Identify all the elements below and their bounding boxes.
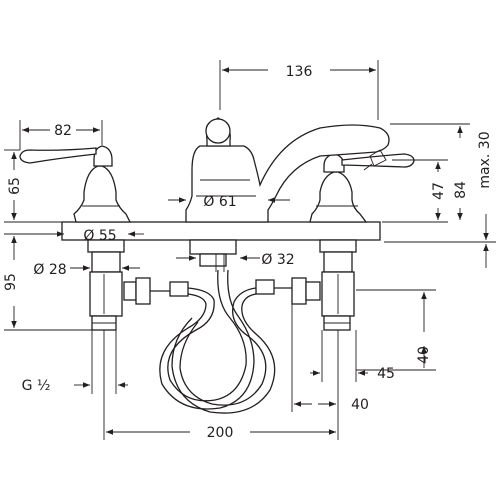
label-65: 65 <box>7 177 23 195</box>
center-spout <box>185 117 390 223</box>
left-valve <box>19 145 132 223</box>
dimension-40-horizontal: 40 <box>291 304 369 413</box>
dimension-65: 65 <box>4 149 62 223</box>
flexible-hoses <box>150 254 292 414</box>
dimension-84: 84 <box>390 123 470 220</box>
dimension-82: 82 <box>19 120 103 150</box>
right-shank <box>319 239 357 331</box>
dimension-thread: G ½ <box>22 330 128 394</box>
label-200: 200 <box>207 425 234 441</box>
label-47: 47 <box>431 182 447 200</box>
label-max-30: max. 30 <box>477 131 493 188</box>
label-diameter-28: Ø 28 <box>33 262 66 278</box>
label-diameter-32: Ø 32 <box>261 252 294 268</box>
label-thread: G ½ <box>22 378 51 394</box>
label-136: 136 <box>286 64 313 80</box>
dimension-diameter-28: Ø 28 <box>33 262 140 278</box>
dimension-47: 47 <box>382 159 448 223</box>
center-shank <box>189 239 237 267</box>
left-shank <box>87 239 125 331</box>
dimension-40-vertical: 40 <box>356 289 436 371</box>
dimension-max-30: max. 30 <box>384 131 496 268</box>
dimension-diameter-55: Ø 55 <box>44 228 144 244</box>
label-40-horizontal: 40 <box>351 397 369 413</box>
label-95: 95 <box>3 273 19 291</box>
label-82: 82 <box>54 123 72 139</box>
faucet-outline <box>19 117 415 414</box>
dimension-136: 136 <box>219 60 379 120</box>
label-45: 45 <box>377 366 395 382</box>
label-diameter-55: Ø 55 <box>83 228 116 244</box>
label-84: 84 <box>453 181 469 199</box>
hose-connectors <box>123 277 321 305</box>
dimension-diameter-32: Ø 32 <box>176 252 295 268</box>
label-40-vertical: 40 <box>416 346 432 364</box>
right-valve <box>309 153 415 223</box>
dimension-45: 45 <box>310 330 395 382</box>
left-lever-handle <box>19 147 97 164</box>
dimension-diameter-61: Ø 61 <box>168 194 290 210</box>
dimension-95: 95 <box>3 233 92 331</box>
right-lever-handle <box>341 153 415 168</box>
dimension-200: 200 <box>103 330 339 441</box>
label-diameter-61: Ø 61 <box>203 194 236 210</box>
